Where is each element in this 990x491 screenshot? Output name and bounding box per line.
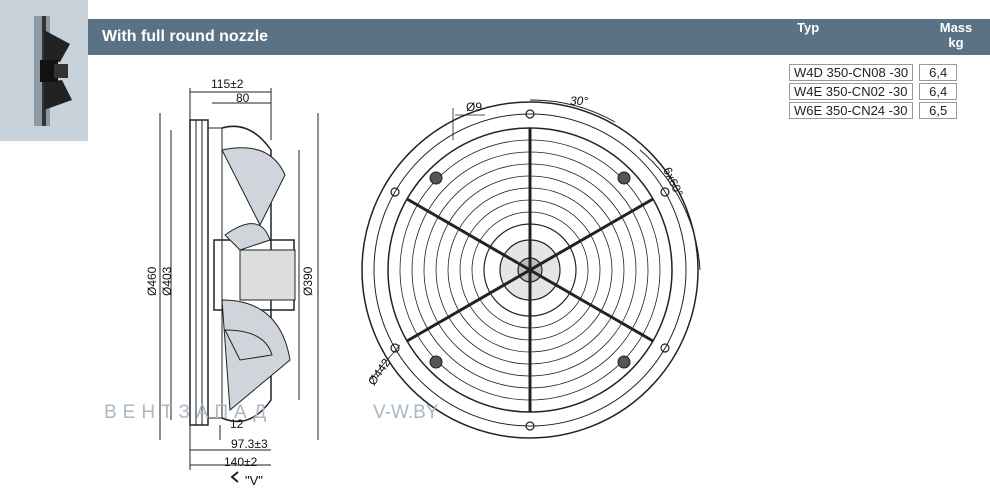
model-typ: W4E 350-CN02 -30 — [789, 83, 914, 100]
dim-97: 97.3±3 — [231, 437, 268, 451]
product-thumbnail — [0, 0, 88, 141]
model-table: W4D 350-CN08 -30 6,4 W4E 350-CN02 -30 6,… — [789, 62, 958, 121]
watermark-brand: ВЕНТЗАПАД — [104, 402, 273, 423]
table-row: W4D 350-CN08 -30 6,4 — [789, 64, 958, 81]
model-typ: W6E 350-CN24 -30 — [789, 102, 914, 119]
model-mass: 6,4 — [919, 64, 958, 81]
mass-unit: kg — [948, 35, 964, 50]
mass-label: Mass — [939, 20, 973, 35]
dim-140: 140±2 — [224, 455, 258, 469]
model-mass: 6,5 — [919, 102, 958, 119]
table-row: W6E 350-CN24 -30 6,5 — [789, 102, 958, 119]
page-title: With full round nozzle — [102, 28, 269, 45]
table-row: W4E 350-CN02 -30 6,4 — [789, 83, 958, 100]
fan-side-icon — [34, 16, 72, 126]
column-header-typ: Typ — [797, 20, 820, 35]
model-mass: 6,4 — [919, 83, 958, 100]
column-header-mass: Mass kg — [936, 20, 976, 50]
dim-12: 12 — [230, 417, 244, 431]
header-banner: With full round nozzle — [88, 19, 990, 55]
dim-115: 115±2 — [211, 77, 244, 91]
watermark-site: V-W.BY — [373, 402, 439, 423]
dim-80: 80 — [236, 91, 250, 105]
dim-30deg: 30° — [570, 94, 589, 108]
view-label: "V" — [245, 473, 263, 488]
model-typ: W4D 350-CN08 -30 — [789, 64, 914, 81]
dim-9: Ø9 — [466, 100, 483, 114]
